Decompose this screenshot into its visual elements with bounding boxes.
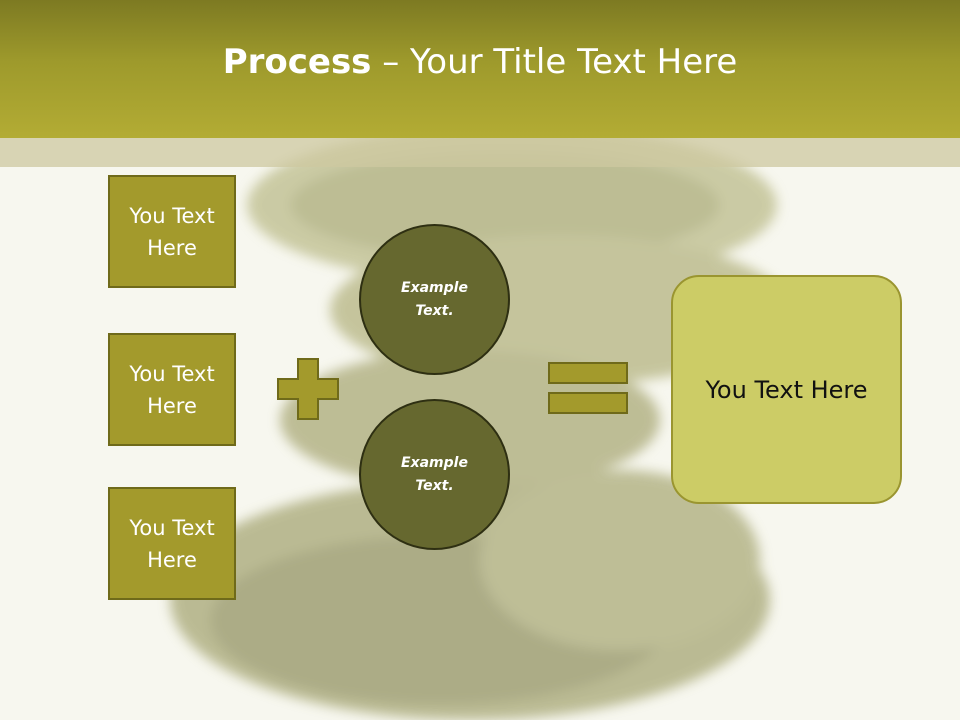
input-box-2-label: You Text Here — [129, 361, 215, 418]
input-box-3-label: You Text Here — [129, 515, 215, 572]
title-bar: Process – Your Title Text Here — [0, 0, 960, 138]
slide-title-rest: – Your Title Text Here — [371, 42, 738, 82]
equals-icon — [548, 362, 628, 414]
plus-icon — [277, 358, 339, 420]
input-box-1[interactable]: You Text Here — [108, 175, 236, 288]
slide-title: Process – Your Title Text Here — [223, 42, 738, 82]
slide-title-bold: Process — [222, 42, 372, 82]
input-box-1-label: You Text Here — [129, 203, 215, 260]
input-box-2[interactable]: You Text Here — [108, 333, 236, 446]
operand-circle-1-label: Example Text. — [401, 279, 468, 319]
result-box[interactable]: You Text Here — [671, 275, 902, 504]
result-box-label: You Text Here — [705, 375, 868, 404]
title-underband — [0, 138, 960, 167]
operand-circle-2-label: Example Text. — [401, 454, 468, 494]
input-box-3[interactable]: You Text Here — [108, 487, 236, 600]
operand-circle-1[interactable]: Example Text. — [359, 224, 510, 375]
operand-circle-2[interactable]: Example Text. — [359, 399, 510, 550]
